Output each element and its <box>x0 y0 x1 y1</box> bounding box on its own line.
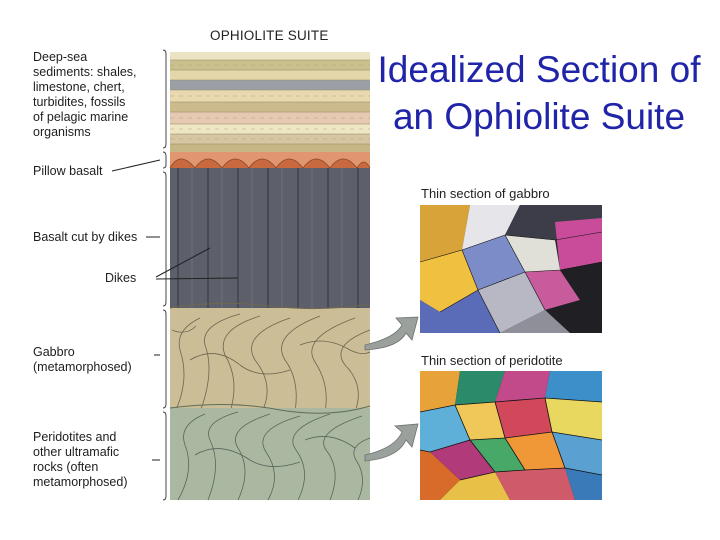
leader-lines <box>111 159 239 461</box>
peridotite-thin-section-image <box>420 371 602 500</box>
label-basalt-dikes: Basalt cut by dikes <box>33 230 138 244</box>
label-gabbro: Gabbro (metamorphosed) <box>33 345 132 374</box>
basalt-dike-layer <box>170 168 370 308</box>
pillow-basalt-layer <box>169 152 371 169</box>
layer-brackets <box>162 49 167 501</box>
label-dikes: Dikes <box>105 271 137 285</box>
caption-gabbro-thin-section: Thin section of gabbro <box>421 186 550 201</box>
sediment-layers <box>170 52 370 152</box>
label-pillow-basalt: Pillow basalt <box>33 164 103 178</box>
label-peridotite: Peridotites and other ultramafic rocks (… <box>33 430 128 489</box>
gabbro-layer <box>169 302 371 413</box>
slide-title: Idealized Section of an Ophiolite Suite <box>377 49 701 137</box>
gabbro-thin-section-image <box>420 205 602 333</box>
caption-peridotite-thin-section: Thin section of peridotite <box>421 353 563 368</box>
label-sediments: Deep-sea sediments: shales, limestone, c… <box>33 50 137 139</box>
arrow-to-gabbro-section <box>364 316 419 351</box>
arrow-to-peridotite-section <box>364 423 419 462</box>
suite-title: OPHIOLITE SUITE <box>210 28 329 43</box>
peridotite-layer <box>169 403 371 501</box>
